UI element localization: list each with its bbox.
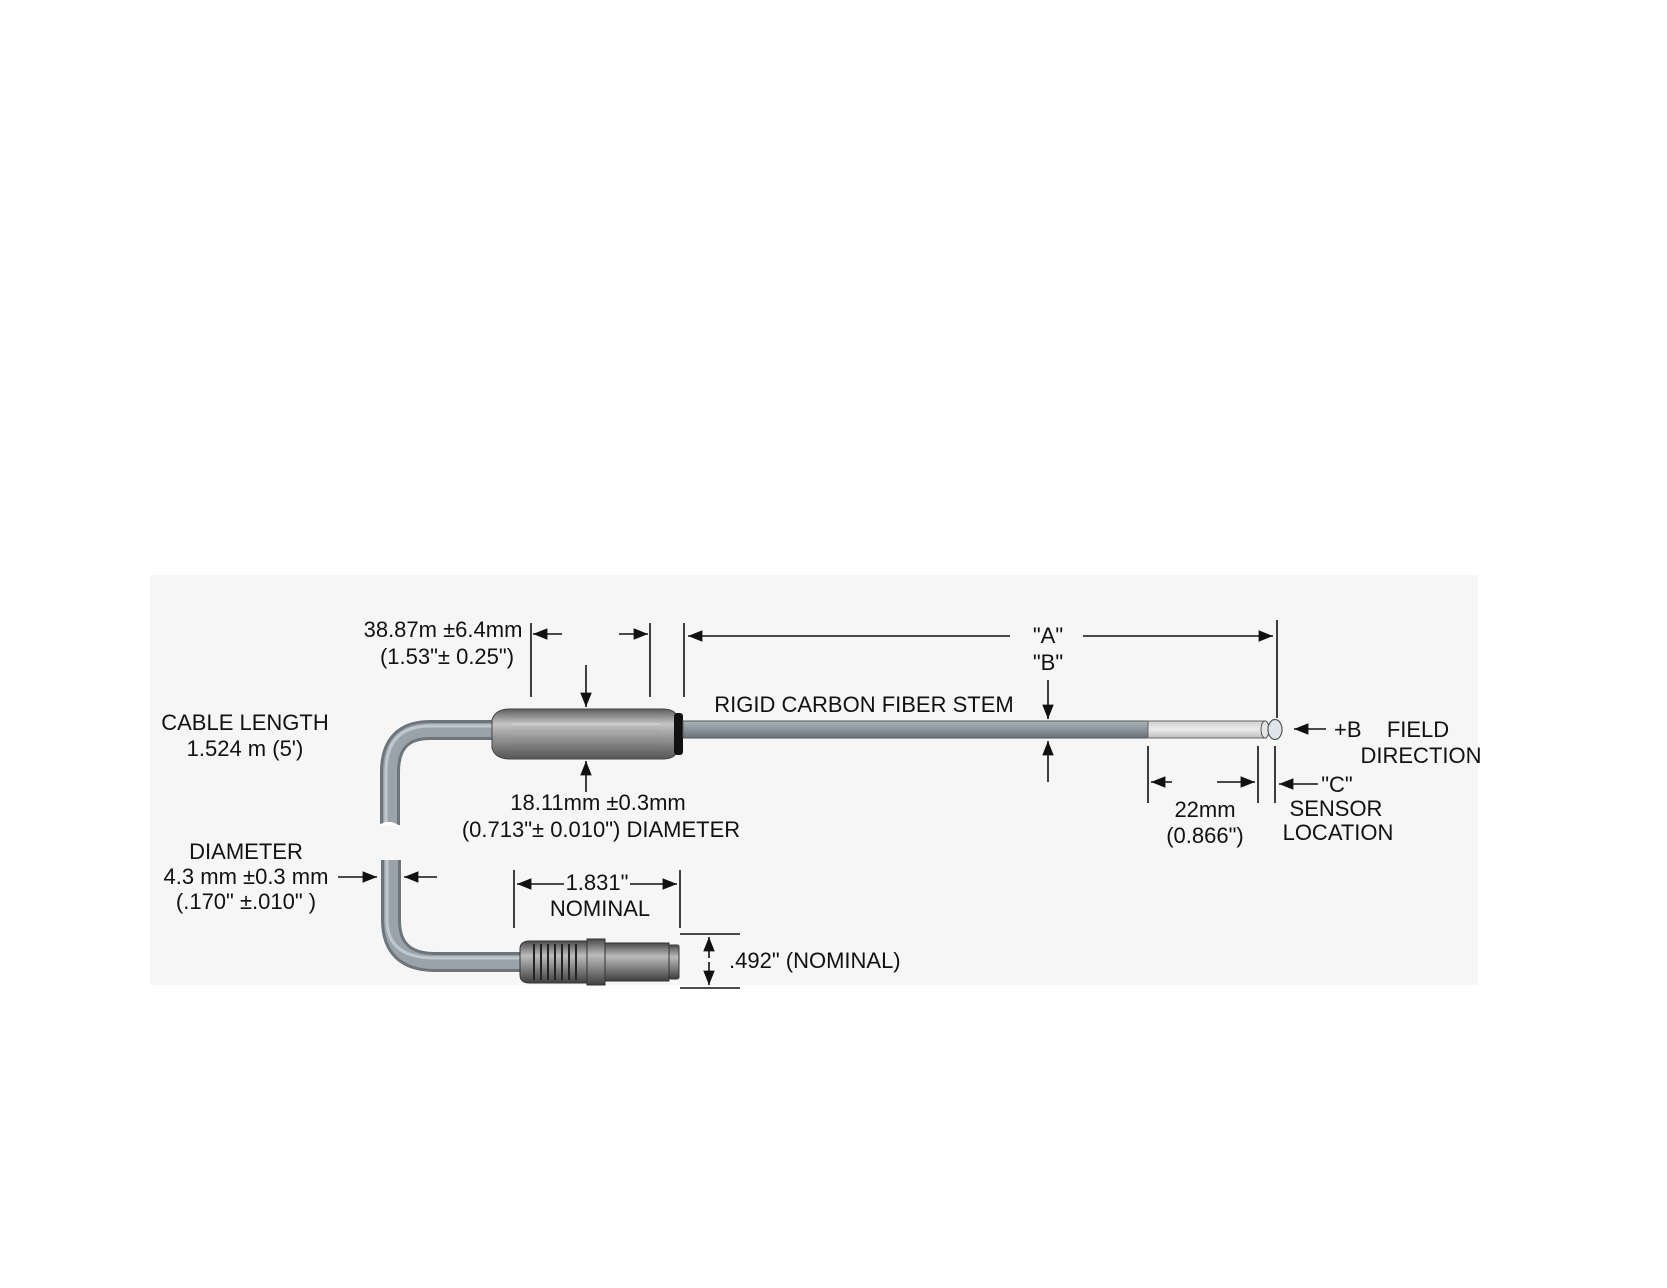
- handle-diameter-in-label: (0.713"± 0.010") DIAMETER: [462, 817, 740, 842]
- field-b-label: +B: [1334, 717, 1362, 742]
- connector: [520, 939, 679, 985]
- stem-label: RIGID CARBON FIBER STEM: [714, 692, 1013, 717]
- dim-c-label: "C": [1321, 772, 1353, 797]
- connector-length-note: NOMINAL: [550, 896, 650, 921]
- field-label-1: FIELD: [1387, 717, 1449, 742]
- handle: [492, 709, 683, 759]
- cable-length-title: CABLE LENGTH: [161, 710, 329, 735]
- cable-length-value: 1.524 m (5'): [187, 736, 304, 761]
- sensor-label-1: SENSOR: [1290, 796, 1383, 821]
- handle-diameter-mm-label: 18.11mm ±0.3mm: [510, 790, 686, 815]
- tip-length-in: (0.866"): [1166, 823, 1244, 848]
- field-label-2: DIRECTION: [1361, 743, 1482, 768]
- connector-diameter-label: .492" (NOMINAL): [729, 948, 901, 973]
- dim-b-label: "B": [1033, 650, 1063, 675]
- handle-length-mm-label: 38.87m ±6.4mm: [364, 617, 523, 642]
- connector-length-label: 1.831": [566, 870, 629, 895]
- carbon-fiber-stem: [683, 720, 1282, 740]
- sensor-label-2: LOCATION: [1283, 820, 1394, 845]
- handle-length-in-label: (1.53"± 0.25"): [380, 644, 514, 669]
- dim-a-label: "A": [1033, 623, 1063, 648]
- cable-diameter-title: DIAMETER: [189, 839, 303, 864]
- cable-diameter-in: (.170" ±.010" ): [176, 889, 316, 914]
- cable-diameter-mm: 4.3 mm ±0.3 mm: [164, 864, 329, 889]
- tip-length-mm: 22mm: [1174, 797, 1235, 822]
